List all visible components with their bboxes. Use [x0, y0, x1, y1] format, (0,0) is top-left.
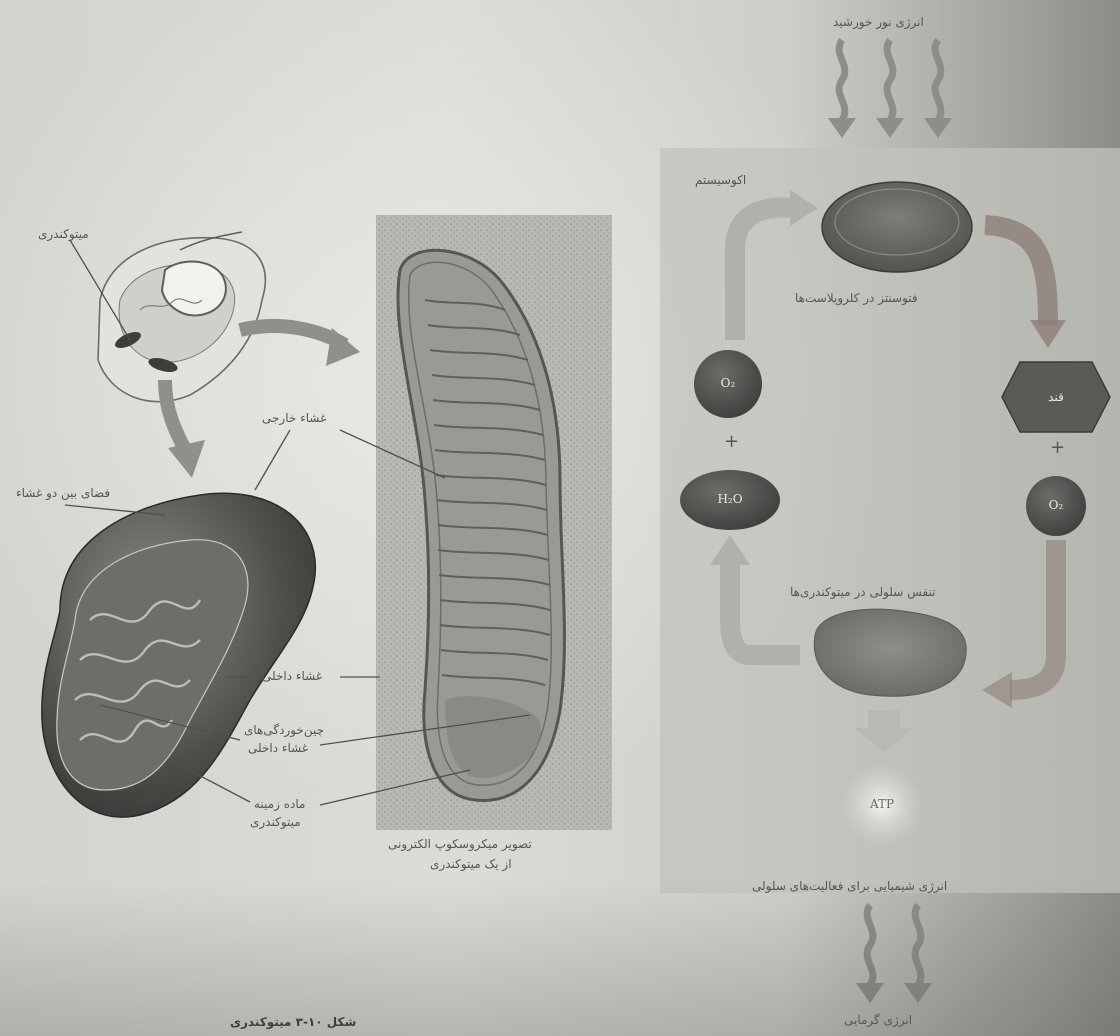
label-o2-left: O₂ [708, 376, 748, 390]
label-matrix-line1: ماده زمینه [254, 796, 305, 812]
label-o2-right: O₂ [1036, 498, 1076, 512]
label-h2o: H₂O [702, 492, 758, 506]
label-respiration: تنفس سلولی در میتوکندری‌ها [790, 584, 935, 600]
label-ecosystem: اکوسیستم [695, 172, 746, 188]
cell-illustration [98, 232, 265, 402]
label-mitochondrion-cell: میتوکندری [38, 226, 89, 242]
label-glucose: قند [1030, 390, 1082, 404]
label-intermembrane-space: فضای بین دو غشاء [16, 485, 110, 501]
label-plus-right: + [1050, 440, 1065, 456]
mitochondrion-model [42, 493, 316, 817]
label-plus-left: + [724, 434, 739, 450]
label-heat-energy: انرژی گرمایی [844, 1012, 912, 1028]
label-inner-membrane: غشاء داخلی [262, 668, 322, 684]
label-micrograph-line1: تصویر میکروسکوپ الکترونی [388, 836, 532, 852]
label-outer-membrane: غشاء خارجی [262, 410, 326, 426]
label-cristae-line2: غشاء داخلی [248, 740, 308, 756]
electron-micrograph [376, 215, 612, 830]
label-atp: ATP [856, 797, 908, 811]
bottom-shadow [0, 880, 1120, 1036]
label-matrix-line2: میتوکندری [250, 814, 301, 830]
label-chemical-energy: انرژی شیمیایی برای فعالیت‌های سلولی [752, 878, 947, 894]
figure-caption: شکل ۱۰-۳ میتوکندری [230, 1014, 356, 1030]
label-solar-energy: انرژی نور خورشید [833, 14, 924, 30]
label-photosynthesis: فتوسنتز در کلروپلاست‌ها [795, 290, 918, 306]
label-micrograph-line2: از یک میتوکندری [430, 856, 512, 872]
label-cristae-line1: چین‌خوردگی‌های [244, 722, 324, 738]
